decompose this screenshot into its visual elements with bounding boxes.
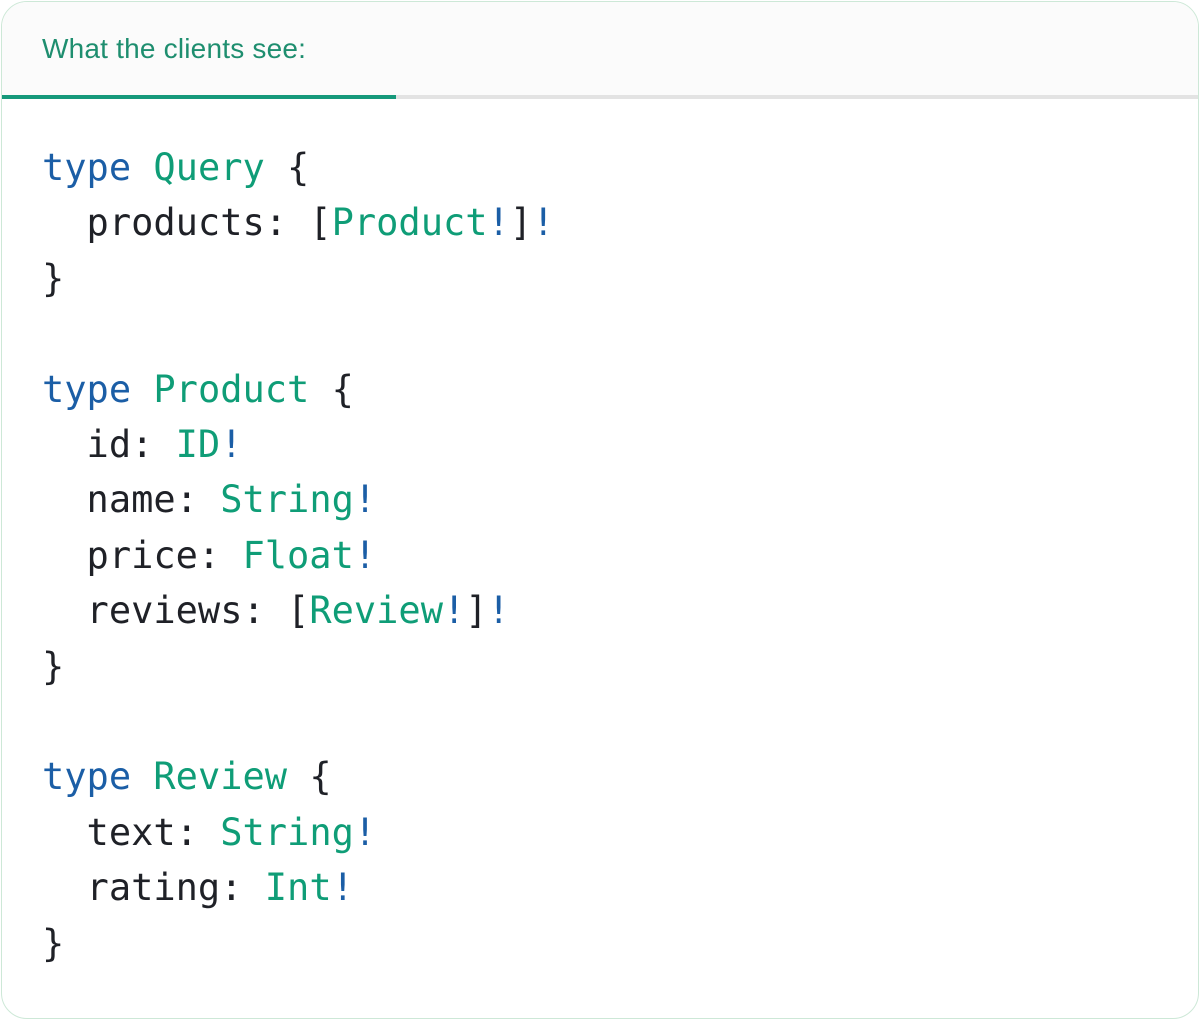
code-line: price: Float! (42, 533, 377, 577)
code-line (42, 306, 1178, 361)
code-line: } (42, 256, 65, 300)
code-line: reviews: [Review!]! (42, 589, 510, 633)
code-line: text: String! (42, 810, 377, 854)
tab-label: What the clients see: (42, 32, 307, 64)
code-line: rating: Int! (42, 866, 354, 910)
code-line: id: ID! (42, 423, 243, 467)
code-line (42, 694, 1178, 749)
code-line: type Product { (42, 367, 354, 411)
code-line: type Review { (42, 755, 332, 799)
code-line: } (42, 921, 65, 965)
active-tab-indicator (2, 95, 396, 99)
code-line: products: [Product!]! (42, 201, 555, 245)
tab-what-clients-see[interactable]: What the clients see: (2, 2, 306, 95)
code-block: type Query { products: [Product!]!} type… (2, 99, 1198, 971)
code-line: } (42, 644, 65, 688)
tab-bar: What the clients see: (2, 2, 1198, 99)
code-line: type Query { (42, 146, 310, 189)
code-line: name: String! (42, 478, 377, 522)
